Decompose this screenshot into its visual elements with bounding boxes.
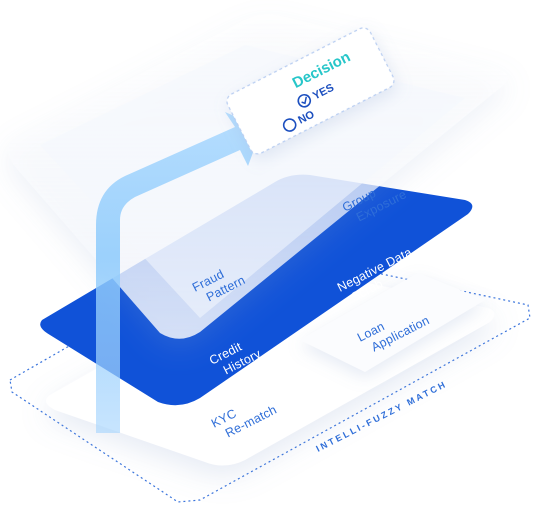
bottom-right-panel <box>300 273 485 372</box>
intelli-fuzzy-frame <box>9 244 531 503</box>
yes-check-icon <box>301 96 307 105</box>
middle-layer-card <box>40 174 473 406</box>
flow-arrow <box>96 112 262 433</box>
yes-radio-icon[interactable] <box>296 93 312 109</box>
decision-card: Decision YES NO <box>226 27 395 155</box>
top-layer-front-face <box>40 45 465 318</box>
no-radio-icon[interactable] <box>282 117 298 133</box>
